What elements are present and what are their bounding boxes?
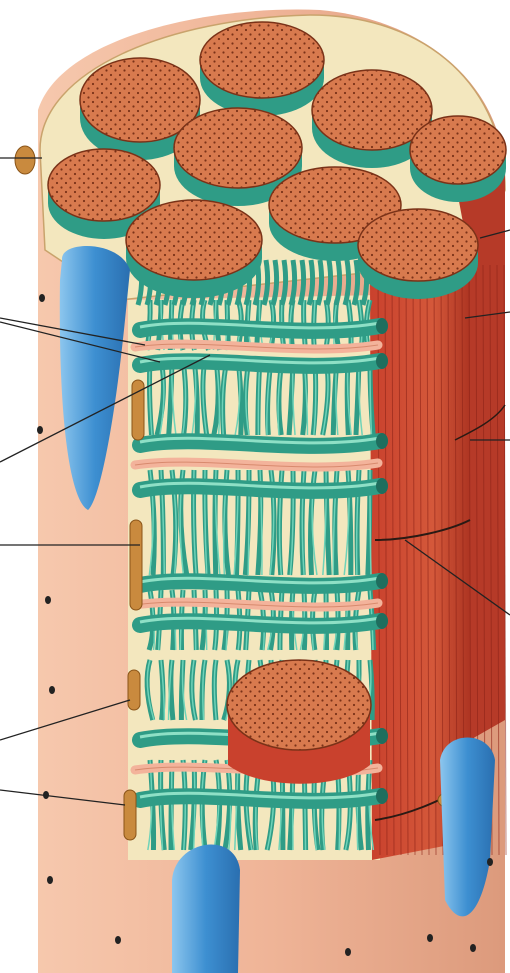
lower-myofibril	[227, 660, 371, 784]
pore	[39, 294, 45, 302]
nucleus	[172, 845, 240, 973]
pore	[49, 686, 55, 694]
mitochondrion	[124, 790, 136, 840]
pore	[115, 936, 121, 944]
pore	[487, 858, 493, 866]
pore	[47, 876, 53, 884]
pore	[427, 934, 433, 942]
myofibril-cap	[410, 116, 506, 202]
pore	[345, 948, 351, 956]
mitochondrion	[130, 520, 142, 610]
pore	[470, 944, 476, 952]
myofibril-cap	[126, 200, 262, 298]
mitochondrion	[15, 146, 35, 174]
myofibril-cap	[358, 209, 478, 299]
pore	[45, 596, 51, 604]
mitochondrion	[128, 670, 140, 710]
pore	[37, 426, 43, 434]
myofibril-cap	[200, 22, 324, 116]
